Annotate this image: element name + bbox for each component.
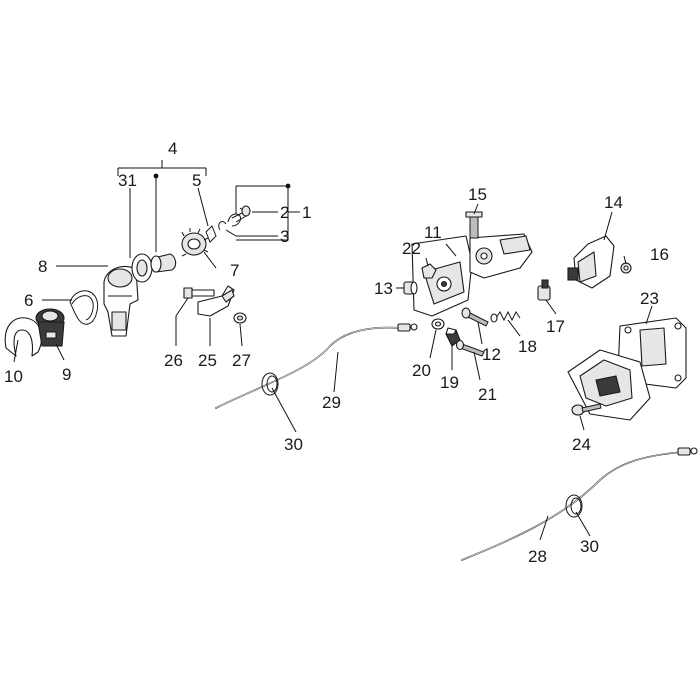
callout-6: 6 xyxy=(24,291,33,310)
part-24-screw xyxy=(571,403,602,416)
part-25-lever xyxy=(197,285,235,317)
part-30-clip-lower xyxy=(565,494,583,518)
callout-22: 22 xyxy=(402,239,421,258)
callout-1: 1 xyxy=(302,203,311,222)
callout-9: 9 xyxy=(62,365,71,384)
callout-25: 25 xyxy=(198,351,217,370)
callout-31: 31 xyxy=(118,171,137,190)
callout-23: 23 xyxy=(640,289,659,308)
callout-19: 19 xyxy=(440,373,459,392)
part-16-nut xyxy=(620,262,632,274)
part-7-gear-ring xyxy=(181,228,209,257)
part-4-cylinder-core xyxy=(150,253,177,273)
part-2-small-spring xyxy=(227,205,251,227)
leader-lines xyxy=(13,160,653,541)
callout-10: 10 xyxy=(4,367,23,386)
callout-13: 13 xyxy=(374,279,393,298)
part-latch-body xyxy=(567,349,651,421)
part-11-lock-plate xyxy=(411,235,473,317)
callout-12: 12 xyxy=(482,345,501,364)
part-15-bolt xyxy=(465,211,483,239)
part-21-bolt xyxy=(455,339,485,357)
marker-dot-left xyxy=(153,173,159,179)
part-8-lock-housing xyxy=(103,265,139,337)
callout-24: 24 xyxy=(572,435,591,454)
part-9-lock-barrel xyxy=(35,308,65,347)
callout-30-upper: 30 xyxy=(284,435,303,454)
callout-28: 28 xyxy=(528,547,547,566)
callout-3: 3 xyxy=(280,227,289,246)
part-31-seal-ring xyxy=(131,253,153,283)
part-28-cable xyxy=(461,447,698,561)
callout-16: 16 xyxy=(650,245,669,264)
callout-2: 2 xyxy=(280,203,289,222)
part-22-nut xyxy=(421,263,437,279)
part-3-clip xyxy=(218,221,227,231)
part-10-rubber-cap xyxy=(4,317,43,357)
callout-11: 11 xyxy=(424,223,442,242)
part-29-cable xyxy=(215,323,418,409)
part-20-washer xyxy=(431,318,445,330)
part-27-washer xyxy=(233,312,247,324)
callout-27: 27 xyxy=(232,351,251,370)
part-30-clip-upper xyxy=(261,372,279,396)
callout-17: 17 xyxy=(546,317,565,336)
part-15-link-arm xyxy=(469,233,533,279)
part-26-bolt xyxy=(183,287,215,299)
callout-5: 5 xyxy=(192,171,201,190)
callout-30-lower: 30 xyxy=(580,537,599,556)
part-18-spring xyxy=(490,310,521,323)
marker-dot-right xyxy=(285,183,291,189)
callout-15: 15 xyxy=(468,185,487,204)
callout-18: 18 xyxy=(518,337,537,356)
part-6-spring-clip xyxy=(69,290,99,325)
callout-4: 4 xyxy=(168,139,177,158)
part-12-bolt xyxy=(461,307,489,327)
callout-8: 8 xyxy=(38,257,47,276)
part-5-spring xyxy=(205,225,217,243)
part-14-actuator xyxy=(567,235,615,289)
part-17-switch xyxy=(537,279,551,301)
callout-21: 21 xyxy=(478,385,497,404)
callout-14: 14 xyxy=(604,193,623,212)
callout-labels: 4 31 5 1 2 3 7 8 6 10 9 26 25 27 15 11 2… xyxy=(4,139,669,566)
callout-7: 7 xyxy=(230,261,239,280)
part-13-grommet xyxy=(403,281,418,295)
callout-20: 20 xyxy=(412,361,431,380)
callout-26: 26 xyxy=(164,351,183,370)
callout-29: 29 xyxy=(322,393,341,412)
